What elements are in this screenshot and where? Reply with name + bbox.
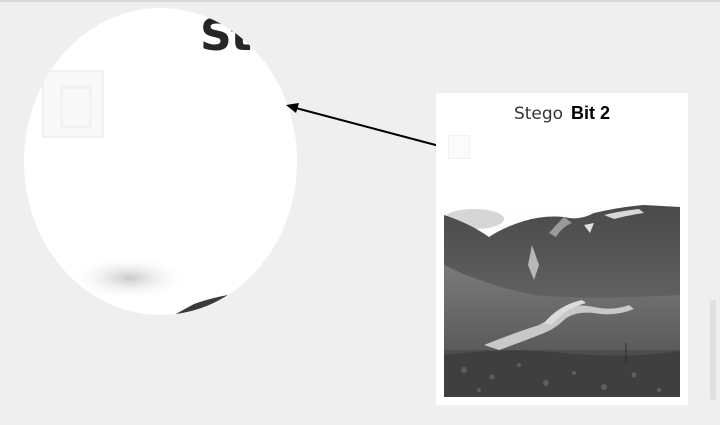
- stego-card: Stego Bit 2: [436, 93, 688, 405]
- top-divider: [0, 0, 720, 2]
- card-title: Stego Bit 2: [436, 101, 688, 126]
- number-badge-icon: [42, 70, 104, 138]
- right-edge-strip: [710, 300, 716, 400]
- landscape-image: [444, 205, 680, 397]
- magnifier-view: St: [24, 8, 297, 315]
- bit-label: Bit 2: [571, 103, 611, 123]
- magnified-clouds: [69, 256, 297, 315]
- stego-label: Stego: [513, 104, 564, 124]
- magnified-title-text: St: [200, 10, 252, 61]
- mini-badge-icon: [448, 135, 470, 159]
